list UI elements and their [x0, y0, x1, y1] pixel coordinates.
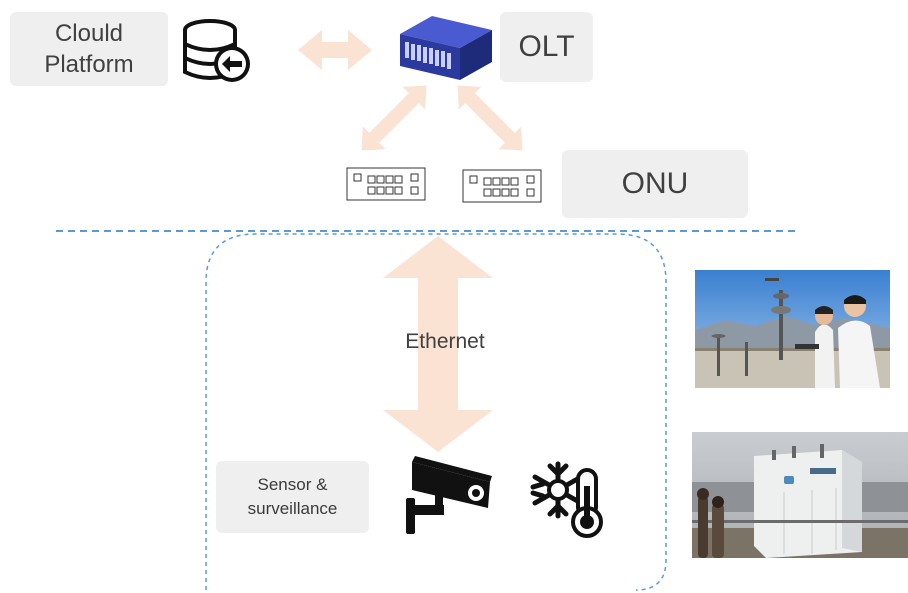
- snowflake-thermometer-icon: [530, 461, 603, 538]
- ethernet-label: Ethernet: [405, 330, 485, 353]
- onu-device-icon-2: [462, 169, 542, 203]
- cctv-camera-icon: [406, 456, 492, 534]
- olt-device-icon: [400, 16, 492, 80]
- cloud-olt-arrow: [298, 30, 372, 70]
- olt-onu-right-arrow: [457, 85, 523, 151]
- cloud-platform-label: Clould Platform: [10, 12, 168, 86]
- onu-label: ONU: [562, 150, 748, 218]
- sensor-line1: Sensor &: [257, 475, 328, 494]
- weather-station-photo: [695, 270, 890, 388]
- cloud-platform-line1: Clould: [54, 20, 124, 47]
- olt-label: OLT: [500, 12, 593, 82]
- sensor-surveillance-label: Sensor & surveillance: [216, 461, 369, 533]
- cloud-platform-line2: Platform: [44, 51, 134, 78]
- sensor-line2: surveillance: [247, 499, 338, 518]
- monitoring-station-photo: [692, 432, 908, 558]
- database-arrow-icon: [183, 19, 250, 82]
- olt-onu-left-arrow: [361, 85, 427, 151]
- ethernet-arrow: [383, 236, 493, 452]
- network-enclosure: [205, 233, 667, 591]
- onu-device-icon: [346, 167, 426, 201]
